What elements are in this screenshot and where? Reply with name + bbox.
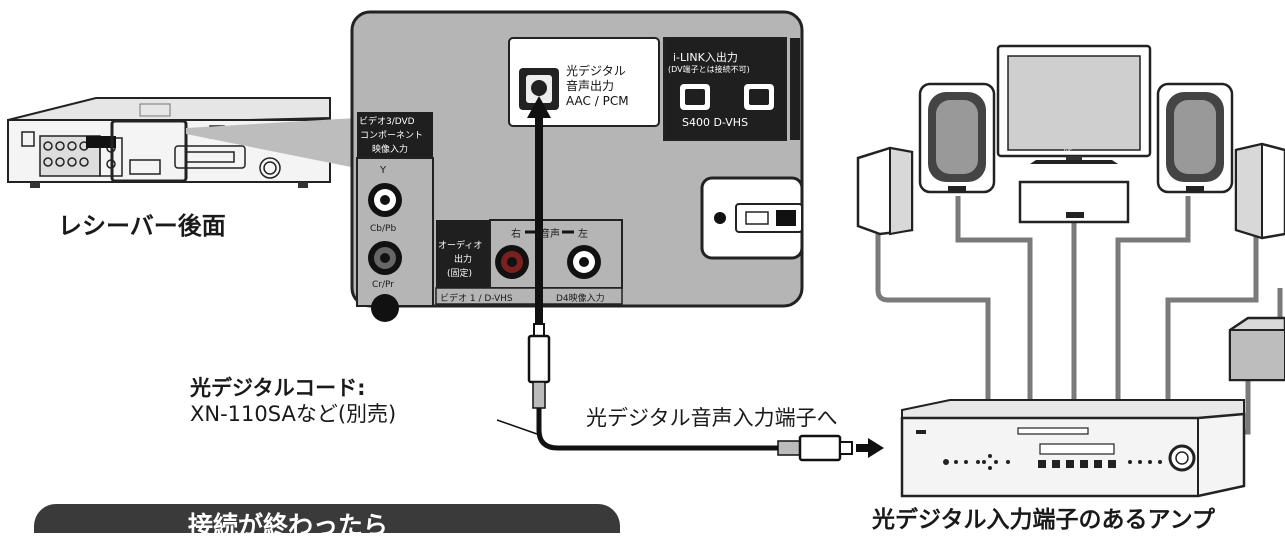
amplifier-caption: 光デジタル入力端子のあるアンプ <box>872 507 1215 533</box>
amplifier-unit <box>900 399 1246 498</box>
component-label-1: ビデオ3/DVD <box>359 117 415 127</box>
banner-title: 接続が終わったら <box>188 511 389 540</box>
audio-right-label: 右 <box>511 229 521 240</box>
audio-center-label: 音声 <box>540 229 560 240</box>
optical-output-jack <box>519 68 559 110</box>
optical-out-label-1: 光デジタル <box>566 64 626 78</box>
front-right-speaker-icon <box>1156 82 1234 194</box>
speaker-wires <box>875 196 1283 435</box>
subwoofer-icon <box>1228 316 1285 382</box>
d4-input-label: D4映像入力 <box>556 294 605 304</box>
component-cr-label: Cr/Pr <box>372 280 394 290</box>
cord-model: XN-110SAなど(別売) <box>190 402 397 426</box>
back-panel <box>350 10 804 322</box>
audio-out-label-1: オーディオ <box>438 241 483 251</box>
audio-out-label-2: 出力 <box>454 255 473 265</box>
section-banner <box>34 504 620 533</box>
surround-right-speaker-icon <box>1234 142 1285 240</box>
ilink-note: (DV端子とは接続不可) <box>668 65 750 74</box>
center-speaker-icon <box>1018 180 1130 224</box>
ilink-title: i-LINK入出力 <box>673 51 738 64</box>
optical-out-label-2: 音声出力 <box>566 79 615 93</box>
audio-left-label: 左 <box>578 229 588 240</box>
video1-dvhs-label: ビデオ 1 / D-VHS <box>440 294 513 304</box>
component-label-3: 映像入力 <box>372 145 409 155</box>
tv-icon <box>996 44 1152 164</box>
optical-out-label-3: AAC / PCM <box>566 94 629 108</box>
front-left-speaker-icon <box>918 82 996 194</box>
audio-out-label-3: (固定) <box>447 269 473 279</box>
surround-left-speaker-icon <box>856 146 914 236</box>
receiver-caption: レシーバー後面 <box>58 212 226 240</box>
receiver-unit <box>7 97 356 188</box>
cord-title: 光デジタルコード: <box>190 376 366 400</box>
component-label-2: コンポーネント <box>360 131 424 141</box>
optical-input-destination-label: 光デジタル音声入力端子へ <box>586 406 838 430</box>
cord-leader-line <box>496 419 538 435</box>
component-y-label: Y <box>380 165 387 176</box>
ilink-spec: S400 D-VHS <box>682 116 749 129</box>
component-jacks <box>356 157 434 322</box>
tv-brand-logo: JVC <box>1064 149 1073 155</box>
optical-cord <box>527 96 884 462</box>
component-cb-label: Cb/Pb <box>370 224 397 234</box>
